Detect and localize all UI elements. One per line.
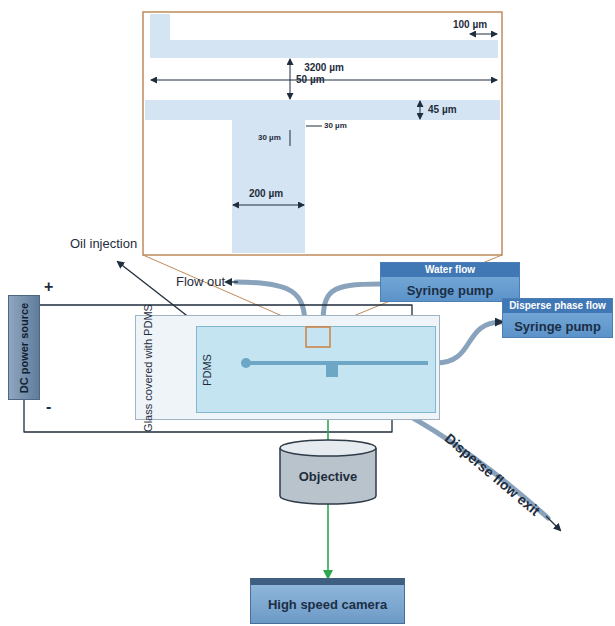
dimension-label: 3200 µm xyxy=(304,62,344,73)
camera-label: High speed camera xyxy=(268,597,387,612)
dimension-label: 30 µm xyxy=(258,133,281,142)
light-path xyxy=(327,504,329,578)
glass-slide: Glass covered with PDMSPDMS xyxy=(135,315,440,420)
dimension-label: 50 µm xyxy=(296,74,325,85)
source-label: DC power source xyxy=(18,302,30,392)
zoom-area xyxy=(306,327,330,347)
positive-wire xyxy=(24,295,412,315)
chip-channel xyxy=(196,326,436,413)
dimension-arrows xyxy=(151,34,497,205)
syringe-pump: Water flowSyringe pump xyxy=(380,262,520,302)
pump-label: Syringe pump xyxy=(503,315,612,337)
objective-lens: Objective xyxy=(278,438,378,506)
camera-box: High speed camera xyxy=(250,578,405,624)
power-source: DC power source xyxy=(8,295,40,400)
pump-label: Syringe pump xyxy=(381,279,519,301)
pdms-chip: PDMS xyxy=(196,326,436,413)
terminal-sign: + xyxy=(44,278,53,296)
callout-text: Oil injection xyxy=(70,236,137,251)
glass-label: Glass covered with PDMS xyxy=(142,304,154,432)
pdms-label: PDMS xyxy=(201,354,213,386)
exit-arrow xyxy=(546,516,560,530)
channel-geometry xyxy=(145,14,500,253)
dimension-label: 30 µm xyxy=(324,121,347,130)
terminal-sign: - xyxy=(46,398,51,416)
cylinder-top xyxy=(280,440,376,456)
outlet-arrow xyxy=(226,281,238,282)
exit-port xyxy=(326,363,338,377)
objective-label: Objective xyxy=(299,469,358,484)
callout-text: Disperse flow exit xyxy=(442,430,543,519)
dimension-label: 45 µm xyxy=(428,104,457,115)
dimension-label: 100 µm xyxy=(453,19,487,30)
pump-header: Water flow xyxy=(381,263,519,277)
syringe-pump: Disperse phase flowSyringe pump xyxy=(502,298,613,338)
oil-inlet xyxy=(241,358,251,368)
callout-text: Flow out xyxy=(176,274,225,289)
disperse-tube xyxy=(436,322,502,363)
inset-frame xyxy=(143,12,502,255)
pump-header: Disperse phase flow xyxy=(503,299,612,313)
dimension-label: 200 µm xyxy=(249,188,283,199)
